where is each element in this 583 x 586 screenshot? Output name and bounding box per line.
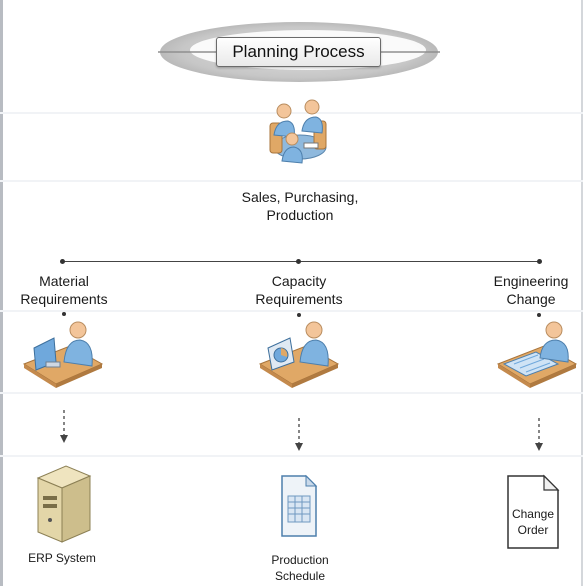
- connector-dot: [537, 313, 541, 317]
- background-band: [0, 180, 583, 182]
- server-icon: [36, 465, 92, 543]
- branch-label-material: Material Requirements: [2, 272, 126, 308]
- branch-line1: Material: [39, 273, 89, 289]
- branch-label-engineering: Engineering Change: [476, 272, 583, 308]
- output-line1: Change: [511, 507, 555, 521]
- connector-dot: [297, 313, 301, 317]
- branch-label-capacity: Capacity Requirements: [234, 272, 364, 308]
- branch-line1: Engineering: [493, 273, 569, 289]
- top-node-line2: Production: [266, 207, 334, 223]
- background-band: [0, 310, 583, 312]
- page-title: Planning Process: [216, 37, 381, 67]
- output-label-erp: ERP System: [6, 550, 118, 566]
- connector-dot: [296, 259, 301, 264]
- background-band: [0, 392, 583, 394]
- output-label-change-order: Change Order: [504, 506, 562, 538]
- person-with-blueprint-icon: [496, 321, 578, 388]
- background-band: [0, 112, 583, 114]
- branch-connector-line: [62, 261, 540, 262]
- branch-line1: Capacity: [271, 273, 327, 289]
- background-band: [0, 455, 583, 457]
- output-line1: ERP System: [28, 551, 96, 565]
- meeting-people-icon: [269, 99, 327, 164]
- connector-dot: [60, 259, 65, 264]
- title-emblem: Planning Process: [158, 16, 440, 88]
- frame-left-border: [0, 0, 3, 586]
- output-line2: Order: [517, 523, 549, 537]
- output-line2: Schedule: [274, 569, 326, 583]
- person-with-chart-icon: [258, 321, 340, 388]
- person-at-computer-icon: [22, 321, 104, 388]
- arrow-down-icon: [60, 410, 68, 443]
- top-node-label: Sales, Purchasing, Production: [212, 188, 388, 224]
- schedule-document-icon: [281, 474, 318, 537]
- connector-dot: [537, 259, 542, 264]
- branch-line2: Requirements: [255, 291, 343, 307]
- branch-line2: Requirements: [20, 291, 108, 307]
- arrow-down-icon: [295, 418, 303, 451]
- output-line1: Production: [271, 553, 329, 567]
- document-icon: [507, 474, 560, 549]
- arrow-down-icon: [535, 418, 543, 451]
- frame-right-border: [581, 0, 583, 586]
- branch-line2: Change: [506, 291, 556, 307]
- top-node-line1: Sales, Purchasing,: [241, 189, 359, 205]
- connector-dot: [62, 312, 66, 316]
- output-label-schedule: Production Schedule: [248, 552, 352, 584]
